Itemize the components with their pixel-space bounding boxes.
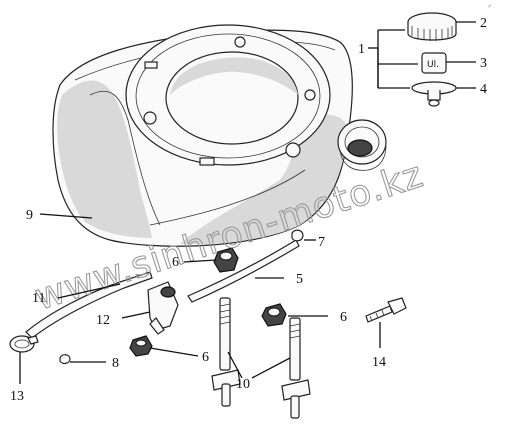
callout-11: 11: [32, 291, 45, 306]
cap-gasket: [411, 81, 457, 107]
hose-clip: [291, 229, 304, 242]
mounting-stud: [281, 317, 311, 419]
callout-7: 7: [318, 235, 325, 250]
grommet-nut: [129, 335, 153, 357]
grommet-nut: [213, 247, 239, 273]
callout-14: 14: [372, 355, 386, 370]
callout-1: 1: [358, 42, 365, 57]
hose-clamp: [9, 335, 39, 353]
callout-8: 8: [112, 356, 119, 371]
fuel-cock: [147, 281, 179, 335]
callout-2: 2: [480, 16, 487, 31]
callout-6-right: 6: [340, 310, 347, 325]
small-clip: [59, 354, 71, 365]
callout-13: 13: [10, 389, 24, 404]
vent-hose: [187, 239, 300, 303]
mounting-stud: [211, 297, 241, 407]
leader-lines: [19, 21, 476, 384]
fuel-cap: [407, 12, 457, 41]
callout-6-upper: 6: [172, 255, 179, 270]
fuel-gauge-label: Ul.: [421, 52, 447, 74]
bolt: [365, 297, 407, 323]
callout-6-lower: 6: [202, 350, 209, 365]
grommet-nut: [261, 303, 287, 327]
corner-mark: ᐟ: [488, 3, 491, 12]
fuel-tank-body: [52, 24, 387, 247]
callout-5: 5: [296, 272, 303, 287]
callout-9: 9: [26, 208, 33, 223]
fuel-hose: [25, 271, 153, 339]
callout-4: 4: [480, 82, 487, 97]
svg-text:Ul.: Ul.: [427, 60, 439, 70]
callout-12: 12: [96, 313, 110, 328]
callout-3: 3: [480, 56, 487, 71]
callout-10: 10: [236, 377, 250, 392]
